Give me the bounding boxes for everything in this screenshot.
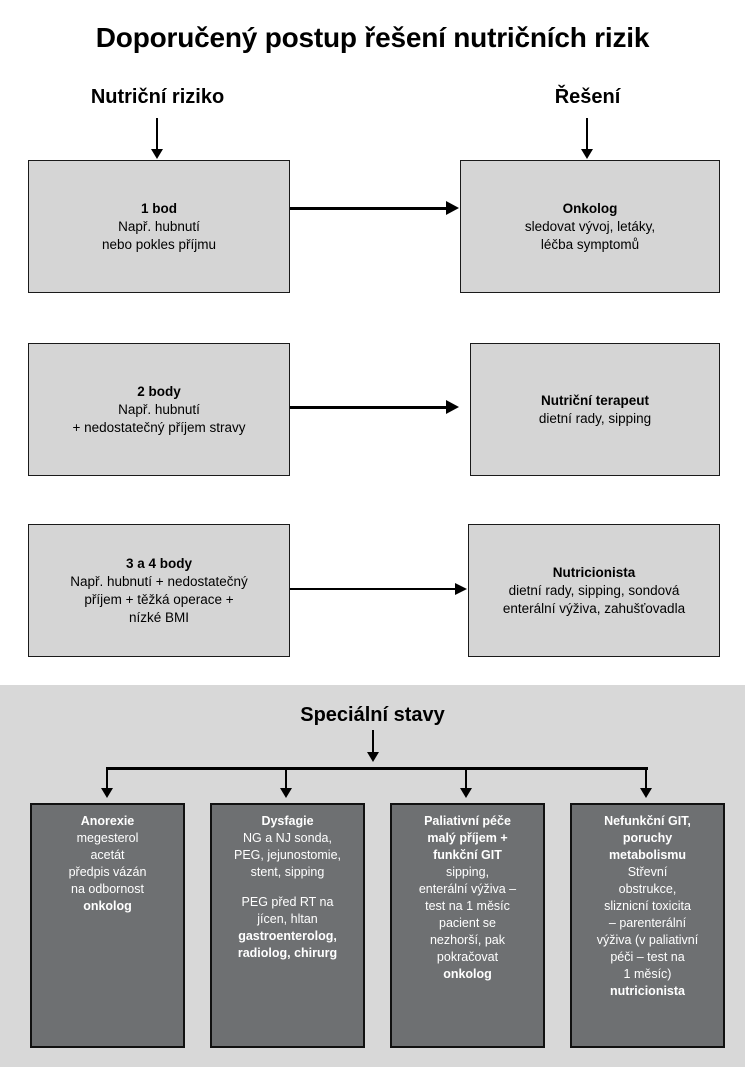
header-arrow-right-head	[581, 149, 593, 159]
special-distribution-bar	[106, 767, 648, 770]
header-arrow-right-line	[586, 118, 588, 152]
solution-box-1-title: Onkolog	[562, 200, 618, 216]
special-branch-line-3	[465, 767, 467, 791]
risk-box-2-desc: Např. hubnutí + nedostatečný příjem stra…	[72, 401, 246, 435]
special-box-2-title: Dysfagie	[261, 814, 314, 828]
special-box-4-desc: Střevní obstrukce, sliznicní toxicita – …	[596, 865, 699, 981]
risk-box-3[interactable]: 3 a 4 body Např. hubnutí + nedostatečný …	[28, 524, 290, 657]
risk-box-3-desc: Např. hubnutí + nedostatečný příjem + tě…	[70, 573, 248, 625]
risk-box-2-title: 2 body	[137, 383, 181, 399]
special-box-3[interactable]: Paliativní péče malý příjem + funkční GI…	[390, 803, 545, 1048]
special-branch-head-1	[101, 788, 113, 798]
page-title: Doporučený postup řešení nutričních rizi…	[95, 22, 650, 53]
row-3-arrow-line	[290, 588, 457, 590]
special-branch-head-2	[280, 788, 292, 798]
risk-box-2[interactable]: 2 body Např. hubnutí + nedostatečný příj…	[28, 343, 290, 476]
header-arrow-left-head	[151, 149, 163, 159]
special-box-2-desc: NG a NJ sonda, PEG, jejunostomie, stent,…	[234, 831, 341, 879]
special-box-1-role: onkolog	[83, 899, 132, 913]
solution-box-3-desc: dietní rady, sipping, sondová enterální …	[502, 582, 686, 616]
special-box-1-desc: megesterol acetát předpis vázán na odbor…	[68, 831, 147, 896]
row-2-arrow-head	[446, 400, 459, 414]
special-branch-head-3	[460, 788, 472, 798]
solution-box-2-desc: dietní rady, sipping	[538, 410, 652, 426]
special-branch-line-4	[645, 767, 647, 791]
risk-box-1[interactable]: 1 bod Např. hubnutí nebo pokles příjmu	[28, 160, 290, 293]
solution-box-1[interactable]: Onkolog sledovat vývoj, letáky, léčba sy…	[460, 160, 720, 293]
special-branch-line-1	[106, 767, 108, 791]
solution-box-3-title: Nutricionista	[552, 564, 636, 580]
special-box-1-title: Anorexie	[80, 814, 135, 828]
solution-box-2-title: Nutriční terapeut	[540, 392, 649, 408]
row-3-arrow-head	[455, 583, 467, 595]
row-2-arrow-line	[290, 406, 447, 409]
special-box-3-desc: sipping, enterální výživa – test na 1 mě…	[418, 865, 517, 964]
row-1-arrow-head	[446, 201, 459, 215]
risk-box-1-desc: Např. hubnutí nebo pokles příjmu	[101, 218, 217, 252]
special-box-1[interactable]: Anorexie megesterol acetát předpis vázán…	[30, 803, 185, 1048]
solution-box-1-desc: sledovat vývoj, letáky, léčba symptomů	[524, 218, 656, 252]
row-1-arrow-line	[290, 207, 447, 210]
solution-box-3[interactable]: Nutricionista dietní rady, sipping, sond…	[468, 524, 720, 657]
special-trunk-line	[372, 730, 374, 758]
special-states-title: Speciální stavy	[300, 704, 445, 726]
special-box-2-role: gastroenterolog, radiolog, chirurg	[237, 929, 338, 960]
solution-box-2[interactable]: Nutriční terapeut dietní rady, sipping	[470, 343, 720, 476]
column-header-risk: Nutriční riziko	[90, 86, 225, 108]
special-box-2-spacer	[216, 881, 359, 894]
special-trunk-head	[367, 752, 379, 762]
special-box-2-desc2: PEG před RT na jícen, hltan	[241, 895, 334, 926]
special-branch-head-4	[640, 788, 652, 798]
special-box-4-title: Nefunkční GIT, poruchy metabolismu	[604, 814, 691, 862]
special-box-4[interactable]: Nefunkční GIT, poruchy metabolismu Střev…	[570, 803, 725, 1048]
risk-box-3-title: 3 a 4 body	[125, 555, 193, 571]
special-box-3-role: onkolog	[443, 967, 492, 981]
special-box-4-role: nutricionista	[609, 984, 685, 998]
special-branch-line-2	[285, 767, 287, 791]
special-box-3-title: Paliativní péče malý příjem + funkční GI…	[424, 814, 511, 862]
column-header-solution: Řešení	[554, 86, 621, 108]
header-arrow-left-line	[156, 118, 158, 152]
risk-box-1-title: 1 bod	[141, 200, 177, 216]
special-box-2[interactable]: Dysfagie NG a NJ sonda, PEG, jejunostomi…	[210, 803, 365, 1048]
